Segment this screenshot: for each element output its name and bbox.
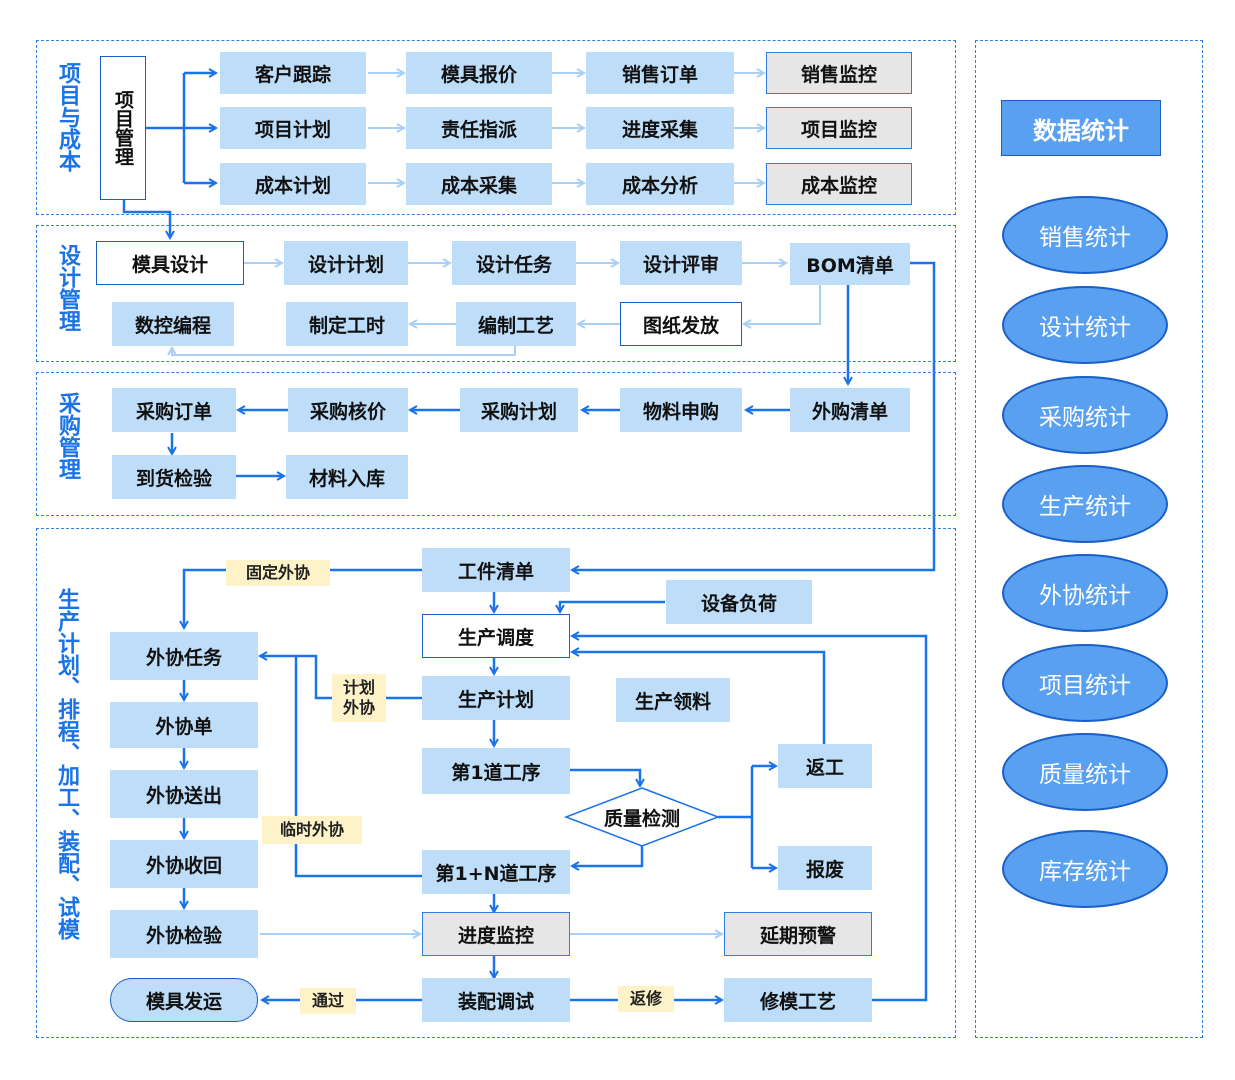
section-title-project: 项目与成本 (55, 62, 80, 172)
equipment-load-box[interactable]: 设备负荷 (666, 580, 812, 624)
pass-label: 通过 (300, 988, 356, 1014)
project-stats-ellipse[interactable]: 项目统计 (1002, 644, 1168, 722)
design-task-box[interactable]: 设计任务 (452, 241, 576, 285)
customer-tracking-box[interactable]: 客户跟踪 (220, 52, 366, 94)
cost-analysis-box[interactable]: 成本分析 (586, 163, 734, 205)
rework-box[interactable]: 返工 (778, 744, 872, 788)
first-process-box[interactable]: 第1道工序 (422, 748, 570, 794)
production-stats-ellipse[interactable]: 生产统计 (1002, 465, 1168, 543)
project-plan-box[interactable]: 项目计划 (220, 107, 366, 149)
outsource-list-box[interactable]: 外购清单 (790, 388, 910, 432)
sales-stats-ellipse[interactable]: 销售统计 (1002, 196, 1168, 274)
design-stats-ellipse[interactable]: 设计统计 (1002, 286, 1168, 364)
workpiece-list-box[interactable]: 工件清单 (422, 548, 570, 592)
progress-monitor-box[interactable]: 进度监控 (422, 912, 570, 956)
stats-title: 数据统计 (1001, 100, 1161, 156)
planned-outsource-label-line1: 计划 (342, 678, 375, 697)
quality-stats-ellipse[interactable]: 质量统计 (1002, 733, 1168, 811)
outsource-order-box[interactable]: 外协单 (110, 702, 258, 748)
production-material-box[interactable]: 生产领料 (616, 678, 730, 722)
planned-outsource-label: 计划 外协 (332, 674, 386, 722)
project-manage-box[interactable]: 项目管理 (100, 56, 146, 200)
material-request-box[interactable]: 物料申购 (620, 388, 742, 432)
sales-order-box[interactable]: 销售订单 (586, 52, 734, 94)
arrival-inspection-box[interactable]: 到货检验 (112, 455, 236, 499)
mold-quote-box[interactable]: 模具报价 (406, 52, 552, 94)
production-scheduling-box[interactable]: 生产调度 (422, 614, 570, 658)
planned-outsource-label-line2: 外协 (342, 698, 375, 717)
production-section (36, 528, 956, 1038)
price-check-box[interactable]: 采购核价 (288, 388, 408, 432)
cost-monitor-box[interactable]: 成本监控 (766, 163, 912, 205)
responsibility-box[interactable]: 责任指派 (406, 107, 552, 149)
scrap-box[interactable]: 报废 (778, 846, 872, 890)
project-cost-section (36, 40, 956, 215)
design-review-box[interactable]: 设计评审 (620, 241, 742, 285)
sales-monitor-box[interactable]: 销售监控 (766, 52, 912, 94)
section-title-production: 生产计划、排程、加工、装配、试模 (54, 588, 79, 940)
design-plan-box[interactable]: 设计计划 (284, 241, 408, 285)
purchase-stats-ellipse[interactable]: 采购统计 (1002, 376, 1168, 454)
mold-ship-box[interactable]: 模具发运 (110, 978, 258, 1022)
bom-list-box[interactable]: BOM清单 (790, 243, 910, 285)
outsource-stats-ellipse[interactable]: 外协统计 (1002, 554, 1168, 632)
temporary-outsource-label: 临时外协 (262, 816, 362, 844)
assembly-debug-box[interactable]: 装配调试 (422, 978, 570, 1022)
section-title-purchase: 采购管理 (55, 392, 80, 480)
production-plan-box[interactable]: 生产计划 (422, 676, 570, 720)
material-storage-box[interactable]: 材料入库 (286, 455, 408, 499)
quality-check-label[interactable]: 质量检测 (603, 807, 680, 830)
stats-section (975, 40, 1203, 1038)
cost-plan-box[interactable]: 成本计划 (220, 163, 366, 205)
outsource-inspect-box[interactable]: 外协检验 (110, 910, 258, 958)
progress-collect-box[interactable]: 进度采集 (586, 107, 734, 149)
delay-warning-box[interactable]: 延期预警 (724, 912, 872, 956)
design-section (36, 225, 956, 362)
outsource-send-box[interactable]: 外协送出 (110, 770, 258, 818)
cnc-programming-box[interactable]: 数控编程 (112, 302, 234, 346)
outsource-return-box[interactable]: 外协收回 (110, 840, 258, 888)
purchase-plan-box[interactable]: 采购计划 (460, 388, 578, 432)
set-hours-box[interactable]: 制定工时 (286, 302, 408, 346)
purchase-order-box[interactable]: 采购订单 (112, 388, 236, 432)
repair-process-box[interactable]: 修模工艺 (724, 978, 872, 1022)
outsource-task-box[interactable]: 外协任务 (110, 632, 258, 680)
section-title-design: 设计管理 (55, 244, 80, 332)
next-process-box[interactable]: 第1+N道工序 (422, 850, 570, 894)
cost-collect-box[interactable]: 成本采集 (406, 163, 552, 205)
process-plan-box[interactable]: 编制工艺 (456, 302, 576, 346)
inventory-stats-ellipse[interactable]: 库存统计 (1002, 830, 1168, 908)
fixed-outsource-label: 固定外协 (226, 560, 330, 586)
drawing-release-box[interactable]: 图纸发放 (620, 302, 742, 346)
repair-label: 返修 (618, 986, 674, 1012)
mold-design-box[interactable]: 模具设计 (96, 241, 244, 285)
project-monitor-box[interactable]: 项目监控 (766, 107, 912, 149)
purchase-section (36, 372, 956, 516)
